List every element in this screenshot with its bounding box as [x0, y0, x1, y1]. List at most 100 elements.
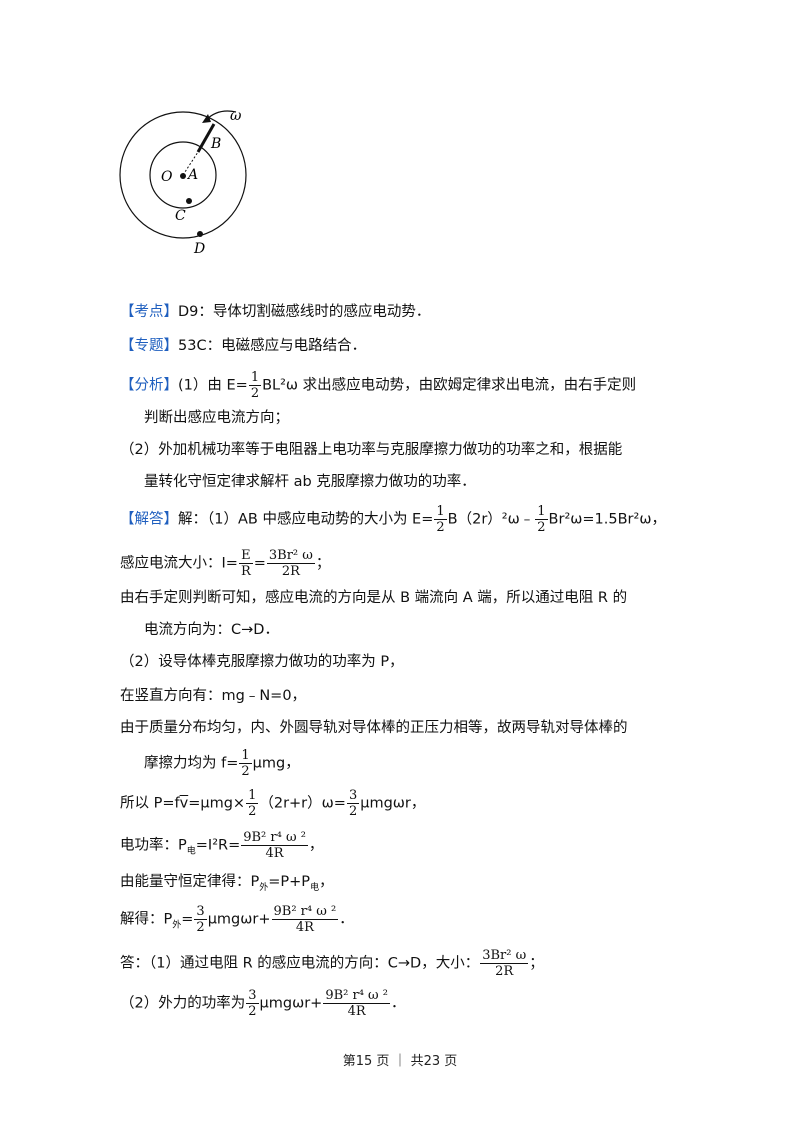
frac-num: 3Br² ω	[266, 548, 315, 564]
text: 解：（1）AB 中感应电动势的大小为 E=	[178, 511, 434, 528]
text: Br²ω=1.5Br²ω，	[548, 511, 666, 528]
frac-den: 2	[196, 920, 205, 935]
text: 解得：P	[120, 911, 173, 928]
text: ；	[315, 555, 331, 572]
fenxi-line-3: （2）外加机械功率等于电阻器上电功率与克服摩擦力做功的功率之和，根据能	[120, 442, 623, 458]
frac-den: R	[240, 564, 251, 579]
inner-ring	[149, 141, 217, 209]
text: ，	[308, 837, 324, 854]
text: 摩擦力均为 f=	[144, 755, 239, 772]
text: （2r+r）ω=	[259, 795, 346, 812]
velocity-avg: v	[179, 795, 189, 812]
frac-den: 4R	[347, 1004, 366, 1019]
frac-num: 9B² r⁴ ω ²	[271, 904, 339, 920]
text: 感应电流大小：I=	[120, 555, 238, 572]
rod-ab	[196, 123, 216, 153]
outer-ring	[119, 111, 247, 239]
text: =I²R=	[195, 837, 241, 854]
text: 电功率：P	[120, 837, 187, 854]
frac-num: 3	[246, 988, 259, 1004]
jieda-line-7: 由于质量分布均匀，内、外圆导轨对导体棒的正压力相等，故两导轨对导体棒的	[120, 720, 628, 736]
label-omega: ω	[230, 108, 242, 124]
jieda-line-6: 在竖直方向有：mg﹣N=0，	[120, 688, 307, 704]
kaodian-tag: 【考点】	[120, 304, 178, 320]
frac-num: 1	[239, 748, 252, 764]
frac-den: 2	[248, 1004, 257, 1019]
kaodian-line: 【考点】D9：导体切割磁感线时的感应电动势．	[120, 302, 430, 322]
label-c: C	[175, 208, 186, 224]
zhuanti-tag: 【专题】	[120, 338, 178, 354]
frac-num: 1	[434, 504, 447, 520]
frac-num: 1	[246, 788, 259, 804]
center-dot	[180, 173, 186, 179]
frac-num: 1	[248, 370, 262, 386]
frac-den: 4R	[265, 846, 284, 861]
frac-num: 3	[194, 904, 207, 920]
frac-den: 2	[436, 520, 445, 535]
zhuanti-line: 【专题】53C：电磁感应与电路结合．	[120, 336, 366, 356]
jieda-line-3: 由右手定则判断可知，感应电流的方向是从 B 端流向 A 端，所以通过电阻 R 的	[120, 590, 628, 606]
frac-den: 2R	[495, 964, 514, 979]
frac-den: 4R	[295, 920, 314, 935]
frac-den: 2	[537, 520, 546, 535]
frac-den: 2R	[281, 564, 300, 579]
text: =P+P	[268, 874, 311, 890]
text: =	[253, 555, 266, 572]
frac-num: 9B² r⁴ ω ²	[241, 830, 308, 846]
frac-num: 3Br² ω	[480, 948, 529, 964]
jieda-line-11: 由能量守恒定律得：P外=P+P电，	[120, 872, 334, 898]
text: （2）外力的功率为	[120, 995, 246, 1012]
text: ．	[391, 995, 406, 1012]
fenxi-l1-post: BL²ω 求出感应电动势，由欧姆定律求出电流，由右手定则	[262, 377, 637, 394]
text: =	[181, 911, 194, 928]
text: 由能量守恒定律得：P	[120, 874, 260, 890]
text: μmg，	[252, 755, 300, 772]
fenxi-tag: 【分析】	[120, 377, 178, 394]
frac-den: 2	[241, 764, 250, 779]
text: μmgωr，	[360, 795, 426, 812]
subscript: 外	[259, 882, 269, 893]
point-d	[197, 231, 203, 237]
text: ．	[339, 911, 354, 928]
frac-num: 3	[346, 788, 360, 804]
text: μmgωr+	[207, 911, 271, 928]
subscript: 电	[310, 882, 320, 893]
frac-num: 1	[535, 504, 548, 520]
text: 答：（1）通过电阻 R 的感应电流的方向：C→D，大小：	[120, 955, 480, 972]
text: μmgωr+	[259, 995, 323, 1012]
frac-den: 2	[248, 804, 257, 819]
label-b: B	[210, 136, 221, 152]
text: B（2r）²ω﹣	[447, 511, 535, 528]
point-c	[186, 198, 192, 204]
text: ，	[319, 874, 334, 890]
frac-num: E	[239, 548, 253, 564]
label-d: D	[193, 241, 205, 257]
fenxi-line-2: 判断出感应电流方向；	[144, 410, 289, 426]
frac-den: 2	[250, 386, 260, 401]
subscript: 电	[186, 846, 196, 857]
jieda-line-5: （2）设导体棒克服摩擦力做功的功率为 P，	[120, 654, 404, 670]
zhuanti-text: 53C：电磁感应与电路结合．	[178, 338, 367, 354]
jieda-tag: 【解答】	[120, 511, 178, 528]
label-a: A	[186, 167, 198, 183]
